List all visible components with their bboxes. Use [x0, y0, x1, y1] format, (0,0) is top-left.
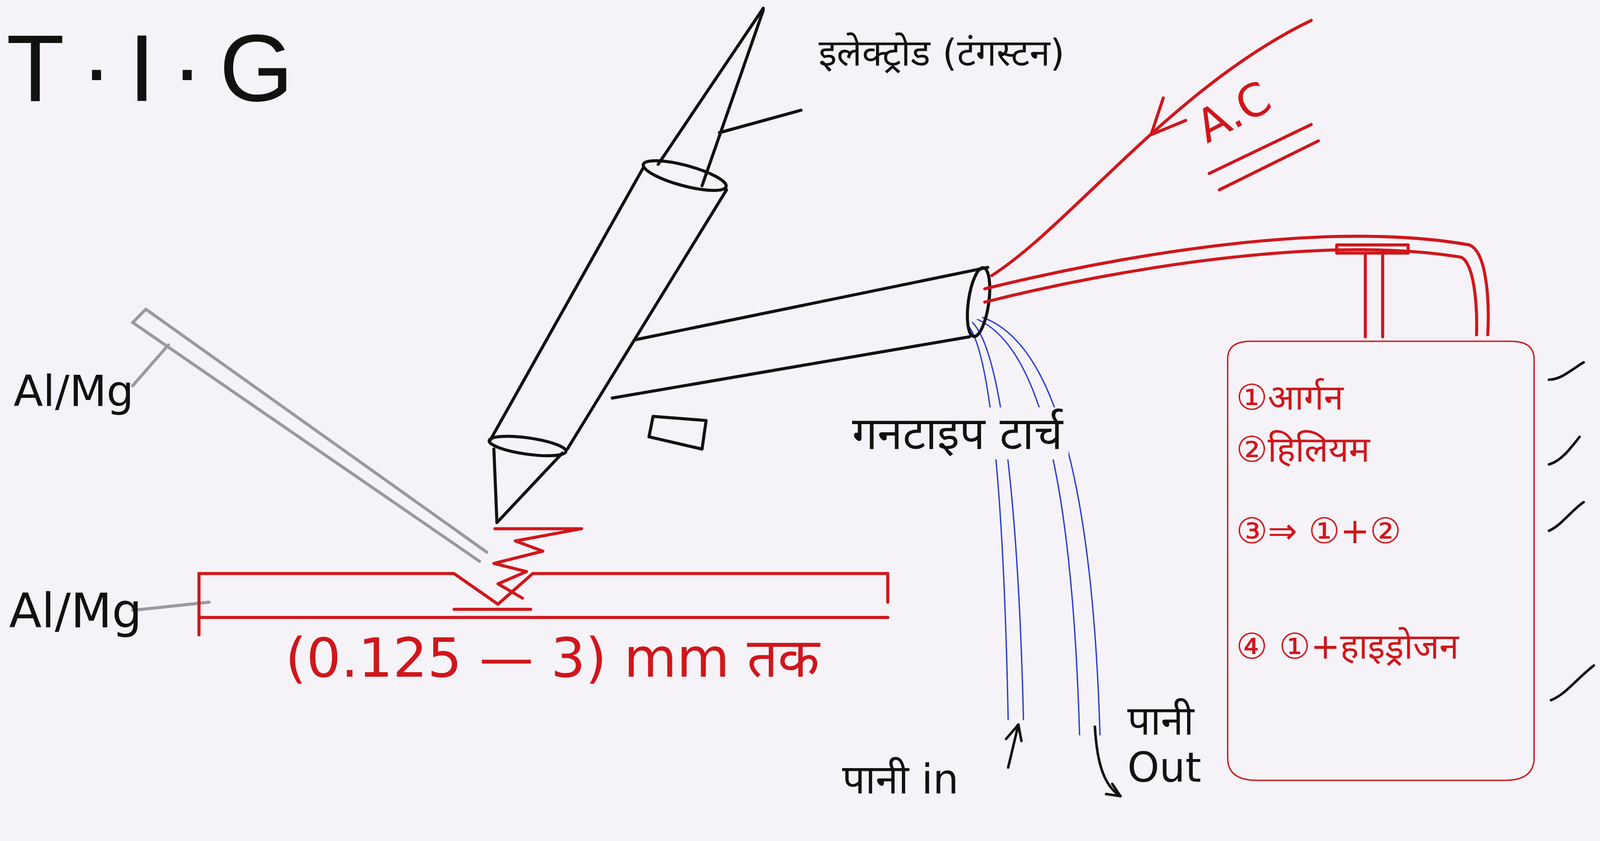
tick-marks: [1548, 362, 1594, 700]
water-in-label: पानी in: [842, 756, 959, 804]
power-label: A.C: [1187, 71, 1280, 154]
cylinder-item: ①आर्गन: [1235, 377, 1526, 419]
title: T·I·G: [6, 13, 310, 124]
water-arrows: [1005, 724, 1121, 797]
water-lines: [967, 317, 1101, 735]
workpiece-label: Al/Mg: [9, 584, 143, 639]
gas-cylinder: ①आर्गन ②हिलियम ③⇒ ①+② ④ ①+हाइड्रोजन: [1217, 336, 1544, 786]
workpiece-plate: [198, 573, 888, 635]
torch-label: गनटाइप टार्च: [846, 407, 1069, 460]
cylinder-item: ③⇒ ①+②: [1235, 511, 1526, 552]
gas-hose: [984, 236, 1489, 337]
electrode-label: इलेक्ट्रोड (टंगस्टन): [810, 31, 1074, 75]
welding-arc: [493, 528, 582, 599]
cylinder-item: ②हिलियम: [1235, 429, 1526, 471]
water-out-label: पानी Out: [1127, 697, 1202, 791]
thickness-dimension: (0.125 — 3) mm तक: [285, 627, 820, 690]
filler-rod: [132, 309, 487, 611]
filler-rod-label: Al/Mg: [13, 366, 135, 417]
cylinder-item: ④ ①+हाइड्रोजन: [1235, 626, 1526, 668]
